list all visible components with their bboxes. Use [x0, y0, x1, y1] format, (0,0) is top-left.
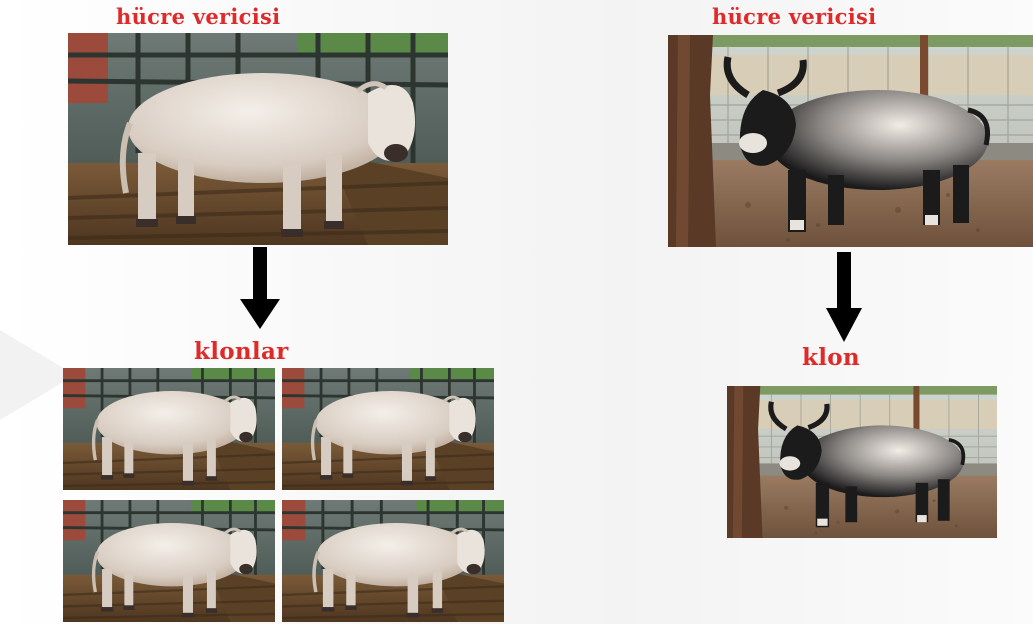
- down-arrow-icon: [240, 247, 280, 329]
- down-arrow-icon: [826, 252, 862, 342]
- clone-cow-photo-2: [282, 368, 494, 490]
- left-clones-label: klonlar: [194, 338, 289, 365]
- clone-cow-photo-3: [63, 500, 275, 622]
- left-donor-cow-photo: [68, 33, 448, 245]
- clone-bull-photo: [727, 386, 997, 538]
- right-donor-label: hücre vericisi: [712, 4, 876, 29]
- left-donor-label: hücre vericisi: [116, 4, 280, 29]
- right-donor-bull-photo: [668, 35, 1033, 247]
- right-clone-label: klon: [802, 344, 860, 371]
- clone-cow-photo-1: [63, 368, 275, 490]
- clone-cow-photo-4: [282, 500, 504, 622]
